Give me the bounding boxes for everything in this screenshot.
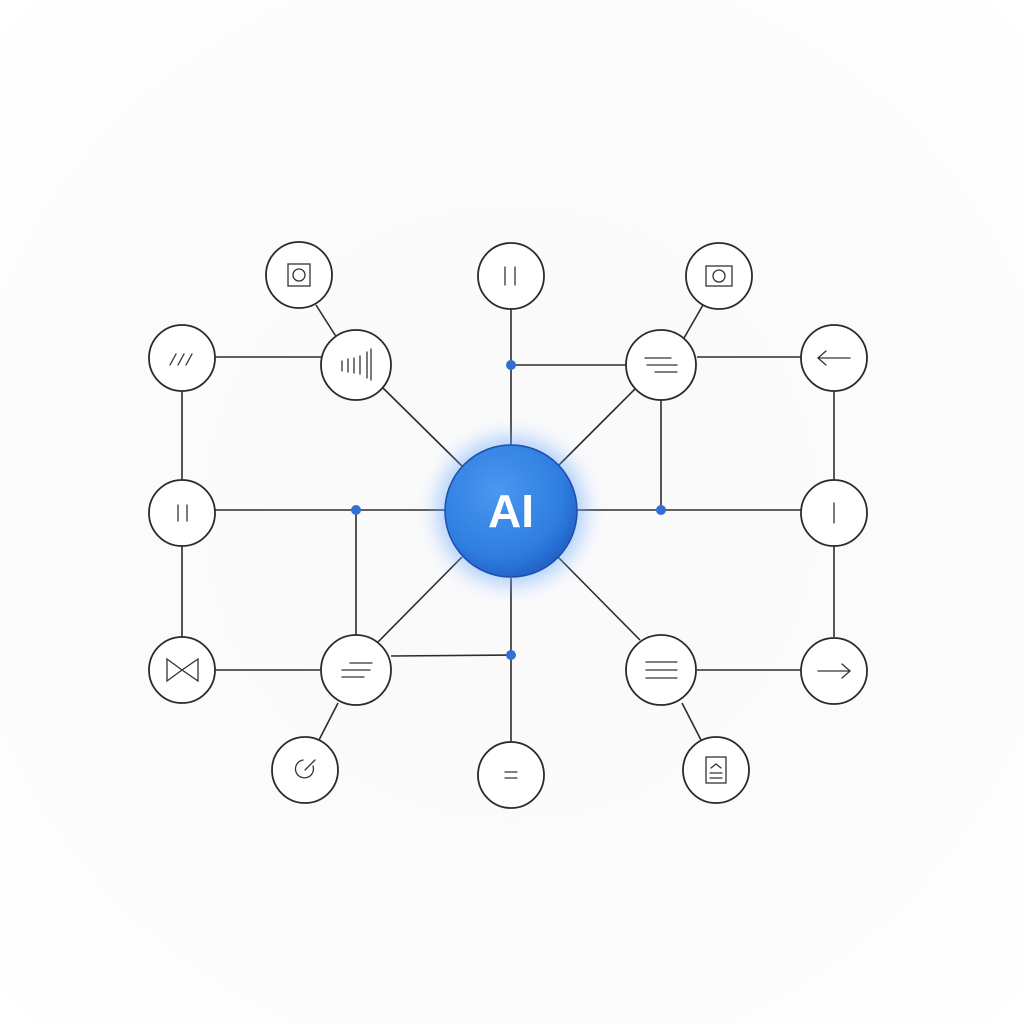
node-bottom-left-small[interactable]: [271, 736, 339, 804]
target-box-icon: [287, 263, 311, 287]
menu-lines-icon: [645, 661, 678, 679]
node-upper-right-inner[interactable]: [625, 329, 697, 401]
node-lower-right-outer[interactable]: [800, 637, 868, 705]
junction-dot: [506, 360, 516, 370]
edge: [377, 556, 463, 643]
bar-chart-icon: [341, 348, 372, 381]
node-top-left-small[interactable]: [265, 241, 333, 309]
node-lower-left-inner[interactable]: [320, 634, 392, 706]
node-bottom-right-small[interactable]: [682, 736, 750, 804]
node-bottom-center[interactable]: [477, 741, 545, 809]
arrow-right-icon: [817, 663, 851, 679]
node-mid-right[interactable]: [800, 479, 868, 547]
text-lines-icon: [644, 357, 678, 373]
equals-icon: [504, 771, 518, 779]
refresh-icon: [294, 759, 316, 779]
node-lower-right-inner[interactable]: [625, 634, 697, 706]
node-top-right-small[interactable]: [685, 242, 753, 310]
node-top-center[interactable]: [477, 242, 545, 310]
pause-bars-icon: [177, 504, 188, 522]
connector-lines: [181, 304, 835, 742]
target-box-icon: [705, 265, 733, 287]
edge: [557, 556, 641, 641]
edge: [315, 304, 338, 339]
edge: [681, 702, 702, 741]
slashes-icon: [169, 353, 193, 366]
ai-hub-node[interactable]: AI: [437, 437, 585, 585]
junction-dots: [351, 360, 666, 660]
edge: [557, 387, 637, 467]
arrow-left-icon: [817, 350, 851, 366]
bowtie-icon: [166, 657, 199, 683]
node-lower-left-outer[interactable]: [148, 636, 216, 704]
edge: [390, 654, 512, 657]
node-mid-left[interactable]: [148, 479, 216, 547]
hub-label: AI: [488, 485, 534, 537]
junction-dot: [506, 650, 516, 660]
text-lines-icon: [341, 662, 373, 678]
node-upper-left-outer[interactable]: [148, 324, 216, 392]
edge: [318, 702, 339, 741]
document-icon: [705, 756, 727, 784]
node-upper-left-inner[interactable]: [320, 329, 392, 401]
edge: [683, 304, 704, 339]
pause-bars-icon: [504, 266, 516, 286]
junction-dot: [656, 505, 666, 515]
node-upper-right-outer[interactable]: [800, 324, 868, 392]
hub-circle: [444, 444, 578, 578]
edge: [382, 387, 463, 467]
junction-dot: [351, 505, 361, 515]
